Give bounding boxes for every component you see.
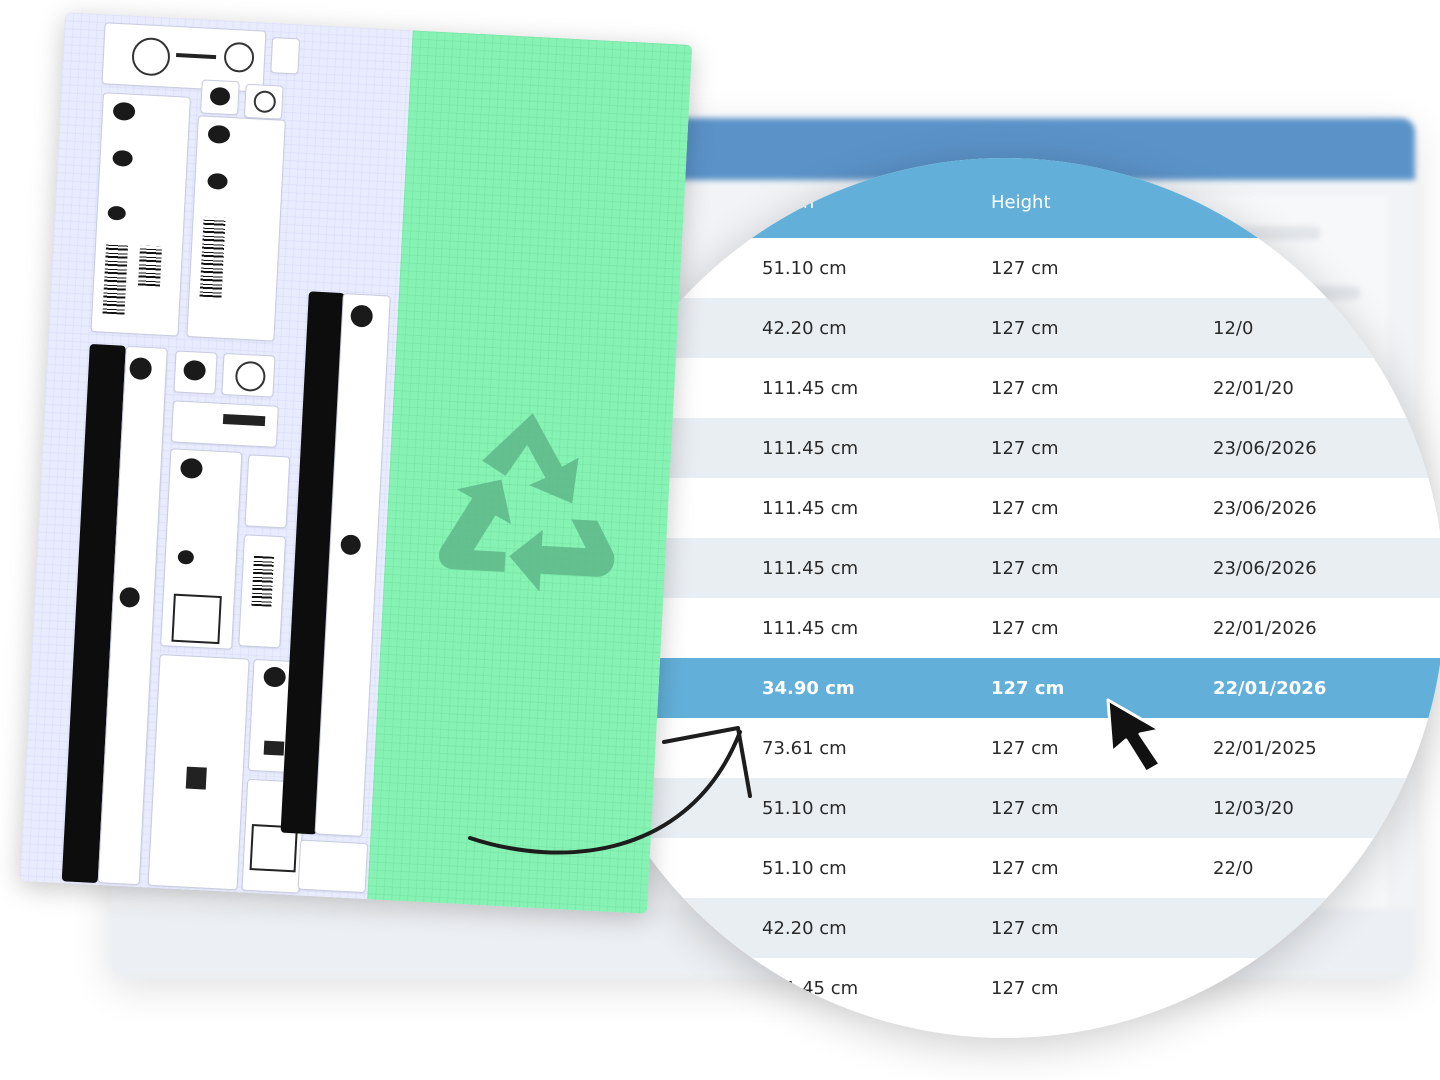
certification-icon: [223, 41, 255, 74]
table-row-selected[interactable]: 34.90 cm 127 cm 22/01/2026: [565, 658, 1440, 718]
cell-width: 73.61 cm: [762, 738, 847, 759]
window-cutout: [171, 593, 222, 645]
waste-area[interactable]: [367, 30, 693, 914]
cell-width: 111.45 cm: [762, 498, 859, 519]
cell-width: 51.10 cm: [762, 798, 847, 819]
cell-height: 127 cm: [991, 258, 1059, 279]
label-wide[interactable]: [170, 400, 279, 448]
cell-date: 22/0: [1213, 858, 1254, 879]
cell-height: 127 cm: [991, 378, 1059, 399]
illustration-icon: [340, 534, 362, 556]
cell-date: 12/03/20: [1213, 798, 1294, 819]
table-row[interactable]: 51.10 cm 127 cm 12/03/20: [565, 778, 1440, 838]
cell-height: 127 cm: [991, 318, 1059, 339]
cell-height: 127 cm: [991, 858, 1059, 879]
table-row[interactable]: 51.10 cm 127 cm 22/0: [565, 838, 1440, 898]
cell-height: 127 cm: [991, 738, 1059, 759]
table-row[interactable]: 111.45 cm 127 cm 23/06/2026: [565, 538, 1440, 598]
illustration-icon: [209, 86, 231, 106]
cell-date: 23/06/2026: [1213, 438, 1317, 459]
cell-date: 22/01/2025: [1213, 738, 1317, 759]
cell-width: 51.10 cm: [762, 858, 847, 879]
cell-width: 34.90 cm: [762, 678, 855, 699]
illustration-icon: [183, 359, 207, 381]
label-text-line: [222, 413, 266, 427]
barcode-icon: [251, 555, 274, 607]
label-text-line: [185, 766, 207, 790]
cell-width: 111.45 cm: [762, 618, 859, 639]
cell-height: 127 cm: [991, 618, 1059, 639]
cell-date: 12/0: [1213, 318, 1254, 339]
cell-width: 42.20 cm: [762, 318, 847, 339]
illustration-icon: [207, 124, 231, 144]
illustration-icon: [107, 205, 127, 221]
recycle-icon: [439, 413, 615, 592]
cell-height: 127 cm: [991, 798, 1059, 819]
label-medium[interactable]: [147, 653, 250, 891]
illustration-icon: [207, 172, 228, 190]
cell-width: 111.45 cm: [762, 378, 859, 399]
label-medium[interactable]: [160, 448, 243, 650]
illustration-icon: [119, 586, 141, 608]
cell-date: 23/06/2026: [1213, 558, 1317, 579]
cell-width: 51.10 cm: [762, 258, 847, 279]
table-row[interactable]: 111.45 cm 127 cm: [565, 958, 1440, 1018]
illustration-icon: [179, 457, 204, 479]
label-tall[interactable]: [90, 92, 191, 337]
cell-width: 111.45 cm: [762, 438, 859, 459]
cell-width: 42.20 cm: [762, 918, 847, 939]
label-text-line: [263, 740, 285, 756]
illustration-icon: [177, 549, 195, 565]
table-row[interactable]: 111.45 cm 127 cm 22/01/20: [565, 358, 1440, 418]
cell-height: 127 cm: [991, 558, 1059, 579]
label-tiny[interactable]: [200, 79, 240, 116]
label-tiny[interactable]: [243, 83, 284, 120]
label-small[interactable]: [101, 22, 267, 93]
label-tiny[interactable]: [221, 352, 276, 398]
barcode-icon: [137, 245, 163, 287]
label-small[interactable]: [238, 534, 287, 649]
cell-height: 127 cm: [991, 438, 1059, 459]
cell-width: 111.45 cm: [762, 978, 859, 999]
table-row[interactable]: 111.45 cm 127 cm 22/01/2026: [565, 598, 1440, 658]
seal-icon: [131, 36, 171, 77]
cell-height: 127 cm: [991, 918, 1059, 939]
cell-width: 111.45 cm: [762, 558, 859, 579]
column-header-width[interactable]: Width: [762, 192, 815, 213]
illustration-icon: [350, 304, 374, 328]
table-header: Width Height: [565, 158, 1440, 238]
label-text-line: [176, 53, 217, 60]
table-row[interactable]: 73.61 cm 127 cm 22/01/2025: [565, 718, 1440, 778]
barcode-icon: [102, 243, 129, 315]
cell-height: 127 cm: [991, 978, 1059, 999]
table-row[interactable]: 42.20 cm 127 cm 12/0: [565, 298, 1440, 358]
barcode-icon: [199, 216, 226, 298]
magnifier-lens: Width Height 51.10 cm 127 cm 42.20 cm 12…: [565, 158, 1440, 1038]
illustration-icon: [112, 149, 134, 167]
table-row[interactable]: 42.20 cm 127 cm: [565, 898, 1440, 958]
cell-date: 22/01/2026: [1213, 678, 1327, 699]
label-sheet[interactable]: [19, 12, 693, 914]
cell-height: 127 cm: [991, 678, 1065, 699]
table-row[interactable]: 111.45 cm 127 cm 23/06/2026: [565, 418, 1440, 478]
cell-date: 22/01/20: [1213, 378, 1294, 399]
table-row[interactable]: 51.10 cm 127 cm: [565, 238, 1440, 298]
seal-icon: [234, 360, 267, 393]
column-header-height[interactable]: Height: [991, 192, 1051, 213]
illustration-icon: [263, 666, 287, 688]
table-row[interactable]: 111.45 cm 127 cm 23/06/2026: [565, 478, 1440, 538]
illustration-icon: [129, 357, 153, 381]
cell-date: 22/01/2026: [1213, 618, 1317, 639]
cell-date: 23/06/2026: [1213, 498, 1317, 519]
label-tiny[interactable]: [244, 454, 291, 529]
label-tiny[interactable]: [173, 350, 218, 395]
recycling-mark-icon: [253, 90, 277, 114]
label-tall[interactable]: [186, 115, 286, 342]
cell-height: 127 cm: [991, 498, 1059, 519]
illustration-icon: [112, 101, 136, 121]
label-small[interactable]: [297, 839, 369, 894]
label-tiny[interactable]: [270, 37, 301, 75]
